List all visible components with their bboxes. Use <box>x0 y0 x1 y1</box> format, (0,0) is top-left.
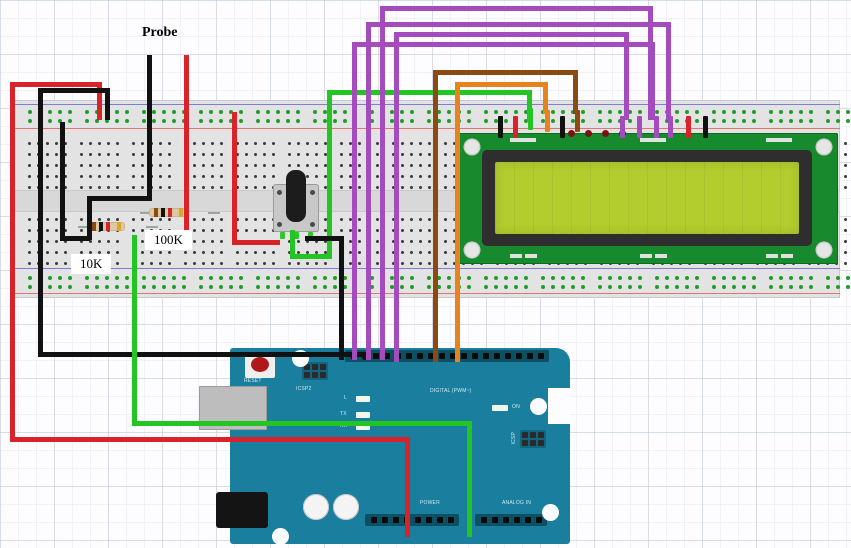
lcd-pin-d6 <box>654 116 659 138</box>
on-label: ON <box>512 404 520 410</box>
wire-brown-v-left <box>433 70 438 362</box>
wire-red-top <box>10 82 102 87</box>
power-header[interactable] <box>365 514 459 526</box>
icsp2-header[interactable] <box>302 362 328 380</box>
wire-red-probe <box>184 55 189 235</box>
led-rx <box>356 424 370 430</box>
wire-black-to-gnd <box>38 352 368 357</box>
lcd-pin-d7 <box>668 116 673 138</box>
wire-green-v0-top <box>327 90 531 95</box>
lcd-pin-rw <box>560 116 565 138</box>
wire-red-down-rail <box>97 82 102 120</box>
digital-header-label: DIGITAL (PWM~) <box>430 388 472 394</box>
wire-green-into-a0 <box>467 421 472 537</box>
wire-black-jumper-h2 <box>87 196 151 201</box>
digital-header[interactable] <box>345 350 549 362</box>
wire-black-pot-v <box>339 236 344 360</box>
power-header-label: POWER <box>420 500 440 506</box>
wire-green-divider <box>132 235 137 425</box>
breadboard-power-rail[interactable] <box>28 110 851 114</box>
wire-black-top <box>38 88 110 93</box>
wire-red-to-pot <box>232 240 280 245</box>
wire-orange-down-rs <box>543 82 548 114</box>
lcd-screen <box>495 162 799 234</box>
resistor-100k <box>140 208 220 217</box>
wire-black-jumper-h1 <box>60 236 90 241</box>
wire-purple-d6-top <box>380 6 652 11</box>
resistor-100k-label: 100K <box>146 231 191 249</box>
potentiometer[interactable] <box>268 170 324 239</box>
wire-purple-d6-v-left <box>380 6 385 360</box>
wire-red-left-vertical <box>10 82 15 442</box>
l-label: L <box>344 395 347 401</box>
capacitor-2 <box>333 494 359 520</box>
arduino-uno-board: RESET ICSP2 DIGITAL (PWM~) L TX RX ON <box>199 348 570 545</box>
lcd-pin-led-cathode <box>703 116 708 138</box>
lcd-bezel <box>482 150 812 246</box>
wire-purple-d7-v-left <box>394 32 399 362</box>
analog-header[interactable] <box>475 514 547 526</box>
wire-black-probe <box>147 55 152 201</box>
lcd-pin-d4 <box>620 116 625 138</box>
wire-black-into-gnd <box>363 352 368 360</box>
lcd-pin-vss <box>498 116 503 138</box>
wire-purple-d5-v-left <box>366 22 371 360</box>
wire-green-v0-up <box>327 90 332 258</box>
breadboard-power-rail[interactable] <box>28 276 851 280</box>
wire-purple-d4-top <box>352 42 654 47</box>
wire-black-down-rail <box>105 88 110 120</box>
wire-green-v0-down <box>527 90 532 122</box>
wire-green-pot-h <box>290 254 332 259</box>
lcd-pin-vdd <box>513 116 518 138</box>
wire-red-into-5v <box>405 437 410 537</box>
wire-purple-d4-v-left <box>352 42 357 360</box>
lcd-pin-e <box>575 110 580 132</box>
wire-purple-d5-down <box>666 22 671 120</box>
wire-red-mid-vertical <box>232 112 237 244</box>
analog-header-label: ANALOG IN <box>502 500 532 506</box>
wire-green-to-a0 <box>132 421 472 426</box>
wire-orange-top <box>455 82 547 87</box>
wire-black-jumper-v1 <box>60 122 65 240</box>
wire-red-to-arduino <box>10 437 410 442</box>
resistor-10k <box>78 222 158 231</box>
reset-label: RESET <box>244 378 262 384</box>
capacitor-1 <box>303 494 329 520</box>
lcd-pin-led-anode <box>686 116 691 138</box>
led-l <box>356 396 370 402</box>
tx-label: TX <box>340 411 347 417</box>
probe-label: Probe <box>142 25 178 40</box>
wire-purple-d7-top <box>394 32 628 37</box>
wire-green-pot-wiper <box>290 230 295 258</box>
wire-brown-down-e <box>573 70 578 114</box>
resistor-10k-label: 10K <box>72 255 111 273</box>
wire-purple-d6-down <box>648 6 653 120</box>
wire-black-pot-h <box>305 236 343 241</box>
wire-brown-top <box>433 70 577 75</box>
wire-black-jumper-v2 <box>87 196 92 240</box>
wire-purple-d5-top <box>366 22 670 27</box>
led-tx <box>356 412 370 418</box>
lcd-pin-d5 <box>637 116 642 138</box>
icsp2-label: ICSP2 <box>296 386 312 392</box>
wire-purple-d7-down <box>624 32 629 120</box>
wire-orange-v-left <box>455 82 460 362</box>
led-on <box>492 405 508 411</box>
icsp-label: ICSP <box>511 432 517 445</box>
lcd-pin-rs <box>545 110 550 132</box>
wire-black-left-vertical <box>38 88 43 356</box>
lcd-module <box>458 130 838 264</box>
power-jack <box>216 492 268 528</box>
icsp-header[interactable] <box>520 430 546 448</box>
rx-label: RX <box>340 423 348 429</box>
breadboard-power-rail[interactable] <box>28 285 851 289</box>
